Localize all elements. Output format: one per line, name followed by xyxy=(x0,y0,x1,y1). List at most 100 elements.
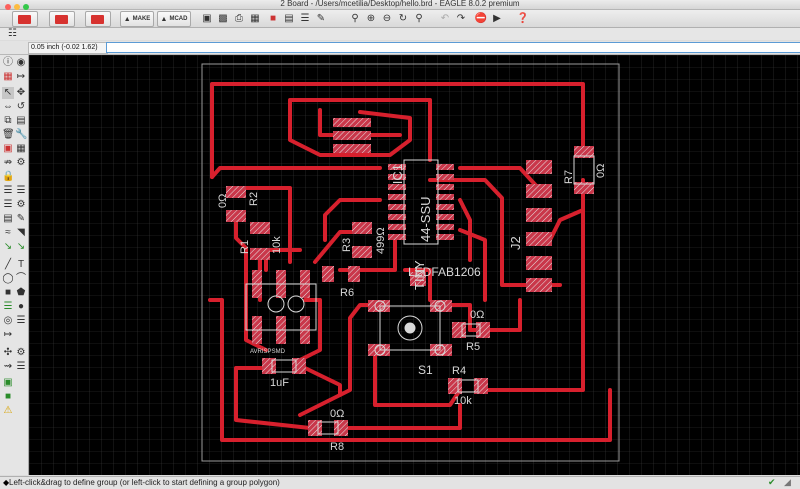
label-tiny: TINY xyxy=(412,260,427,290)
mirror-icon[interactable]: ⇔ xyxy=(3,101,13,112)
layer-settings-icon[interactable]: ☷ xyxy=(8,28,17,39)
label-r2: R2 xyxy=(248,192,260,206)
ratsnest-icon[interactable]: ✣ xyxy=(3,347,13,358)
move-icon[interactable]: ✥ xyxy=(16,87,26,98)
delete-icon[interactable]: 🗑 xyxy=(2,129,15,140)
wire-icon[interactable]: ╱ xyxy=(4,259,12,270)
route-icon[interactable]: ⚙ xyxy=(16,199,26,210)
value-icon[interactable]: ☰ xyxy=(16,185,26,196)
rotate-icon[interactable]: ↺ xyxy=(16,101,26,112)
label-ic1: IC1 xyxy=(390,164,405,184)
board-editor-canvas[interactable]: IC1 44-SSU TINY J2 R7 0Ω R2 0Ω R1 10k R3… xyxy=(29,55,800,475)
ulp-run-icon[interactable]: ■ xyxy=(4,391,12,402)
minimize-window-icon[interactable] xyxy=(14,4,20,10)
board-switch-icon[interactable]: ■ xyxy=(269,12,277,24)
trace-ic-left xyxy=(210,166,382,179)
command-line-input[interactable] xyxy=(106,42,800,53)
ic1-pad xyxy=(388,164,406,170)
hole-icon[interactable]: ◎ xyxy=(3,315,13,326)
zoom-in-icon[interactable]: ⊕ xyxy=(366,12,376,24)
ic1-pad xyxy=(388,214,406,220)
polygon-icon[interactable]: ⬟ xyxy=(16,287,26,298)
zoom-fit-icon[interactable]: ⚲ xyxy=(351,12,359,24)
circle-icon[interactable]: ◯ xyxy=(2,273,14,284)
meander-icon[interactable]: ≈ xyxy=(5,227,11,238)
zoom-out-icon[interactable]: ⊖ xyxy=(382,12,392,24)
paste-icon[interactable]: ▤ xyxy=(16,115,26,126)
redo-icon[interactable]: ↷ xyxy=(456,12,466,24)
pcb-layout[interactable]: IC1 44-SSU TINY J2 R7 0Ω R2 0Ω R1 10k R3… xyxy=(29,55,800,475)
text-icon[interactable]: T xyxy=(17,259,25,270)
rf-design-button[interactable] xyxy=(85,11,111,27)
copy-icon[interactable]: ⧉ xyxy=(4,115,12,126)
ripup-icon[interactable]: ✎ xyxy=(16,213,26,224)
open-icon[interactable]: ▣ xyxy=(202,12,212,24)
replace-icon[interactable]: ▣ xyxy=(3,143,13,154)
c1-outline xyxy=(271,359,297,373)
mcad-button[interactable]: ▲MCAD xyxy=(157,11,191,27)
optimize-icon[interactable]: ▤ xyxy=(3,213,13,224)
trace-avr2 xyxy=(298,298,322,362)
miter-icon[interactable]: ◥ xyxy=(17,227,25,238)
drc-icon[interactable]: ☰ xyxy=(16,361,26,372)
route-diff-icon[interactable]: ↘ xyxy=(16,241,26,252)
go-icon[interactable]: ▶ xyxy=(493,12,501,24)
wrench-icon[interactable]: 🔧 xyxy=(15,129,28,140)
erc-icon[interactable]: ⇝ xyxy=(3,361,13,372)
top-pad xyxy=(333,144,371,153)
display-icon[interactable]: ▦ xyxy=(3,71,13,82)
trace-ic-mid3 xyxy=(458,228,487,302)
route-wire-icon[interactable]: ↘ xyxy=(3,241,13,252)
name-icon[interactable]: ☰ xyxy=(3,185,13,196)
label-r1-value: 10k xyxy=(271,236,283,254)
stop-icon[interactable]: ⛔ xyxy=(474,12,488,24)
script-icon[interactable]: ☰ xyxy=(300,12,310,24)
show-icon[interactable]: ◉ xyxy=(16,57,26,68)
signal-icon[interactable]: ● xyxy=(17,301,25,312)
layers-icon[interactable]: ☰ xyxy=(3,301,13,312)
make-button[interactable]: ▲MAKE xyxy=(120,11,154,27)
drc-ok-icon[interactable]: ✔ xyxy=(768,477,776,487)
info-icon[interactable]: ⓘ xyxy=(3,57,13,68)
save-icon[interactable]: ▩ xyxy=(218,12,228,24)
hello-app-button[interactable] xyxy=(12,11,38,27)
attribute-icon[interactable]: ☰ xyxy=(16,315,26,326)
split-icon[interactable]: ⇏ xyxy=(3,157,13,168)
label-avr: AVRISPSMD xyxy=(250,349,286,355)
schematic-icon[interactable]: ▤ xyxy=(284,12,294,24)
warning-icon[interactable]: ⚠ xyxy=(3,405,13,416)
errors-icon[interactable]: ▣ xyxy=(3,377,13,388)
select-icon[interactable]: ↖ xyxy=(2,87,14,99)
rect-icon[interactable]: ■ xyxy=(4,287,12,298)
ulp-icon[interactable]: ✎ xyxy=(316,12,326,24)
r5-outline xyxy=(461,323,481,337)
print-icon[interactable]: ⎙ xyxy=(235,12,243,24)
redraw-icon[interactable]: ↻ xyxy=(398,12,408,24)
command-sidebar: ⓘ ◉ ▦ ↦ ↖ ✥ ⇔ ↺ ⧉ ▤ 🗑 🔧 ▣ ▦ ⇏ ⚙ 🔒 ☰ ☰ ☰ … xyxy=(0,55,29,475)
help-icon[interactable]: ❓ xyxy=(516,12,530,24)
make-icon: ▲ xyxy=(123,15,131,23)
cam-icon[interactable]: ▦ xyxy=(250,12,260,24)
r7-outline xyxy=(573,155,595,185)
undo-icon[interactable]: ↶ xyxy=(440,12,450,24)
lock-icon[interactable]: 🔒 xyxy=(2,171,15,182)
arc-icon[interactable]: ⌒ xyxy=(16,273,26,284)
label-r6: R6 xyxy=(340,287,354,299)
change-icon[interactable]: ☰ xyxy=(3,199,13,210)
trace-c1b xyxy=(303,366,342,397)
zoom-select-icon[interactable]: ⚲ xyxy=(415,12,423,24)
pcb-quote-button[interactable] xyxy=(49,11,75,27)
r6-pad xyxy=(322,266,334,282)
group-icon[interactable]: ▦ xyxy=(16,143,26,154)
smash-icon[interactable]: ⚙ xyxy=(16,157,26,168)
close-window-icon[interactable] xyxy=(5,4,11,10)
autorouter-icon[interactable]: ⚙ xyxy=(16,347,26,358)
dimension-icon[interactable]: ↦ xyxy=(3,329,13,340)
r3-pad xyxy=(352,222,372,234)
zoom-window-icon[interactable] xyxy=(23,4,29,10)
label-r4: R4 xyxy=(452,365,466,377)
ic1-pad xyxy=(436,204,454,210)
mark-icon[interactable]: ↦ xyxy=(16,71,26,82)
resize-grip-icon[interactable]: ◢ xyxy=(784,477,791,487)
ic1-pad xyxy=(436,184,454,190)
